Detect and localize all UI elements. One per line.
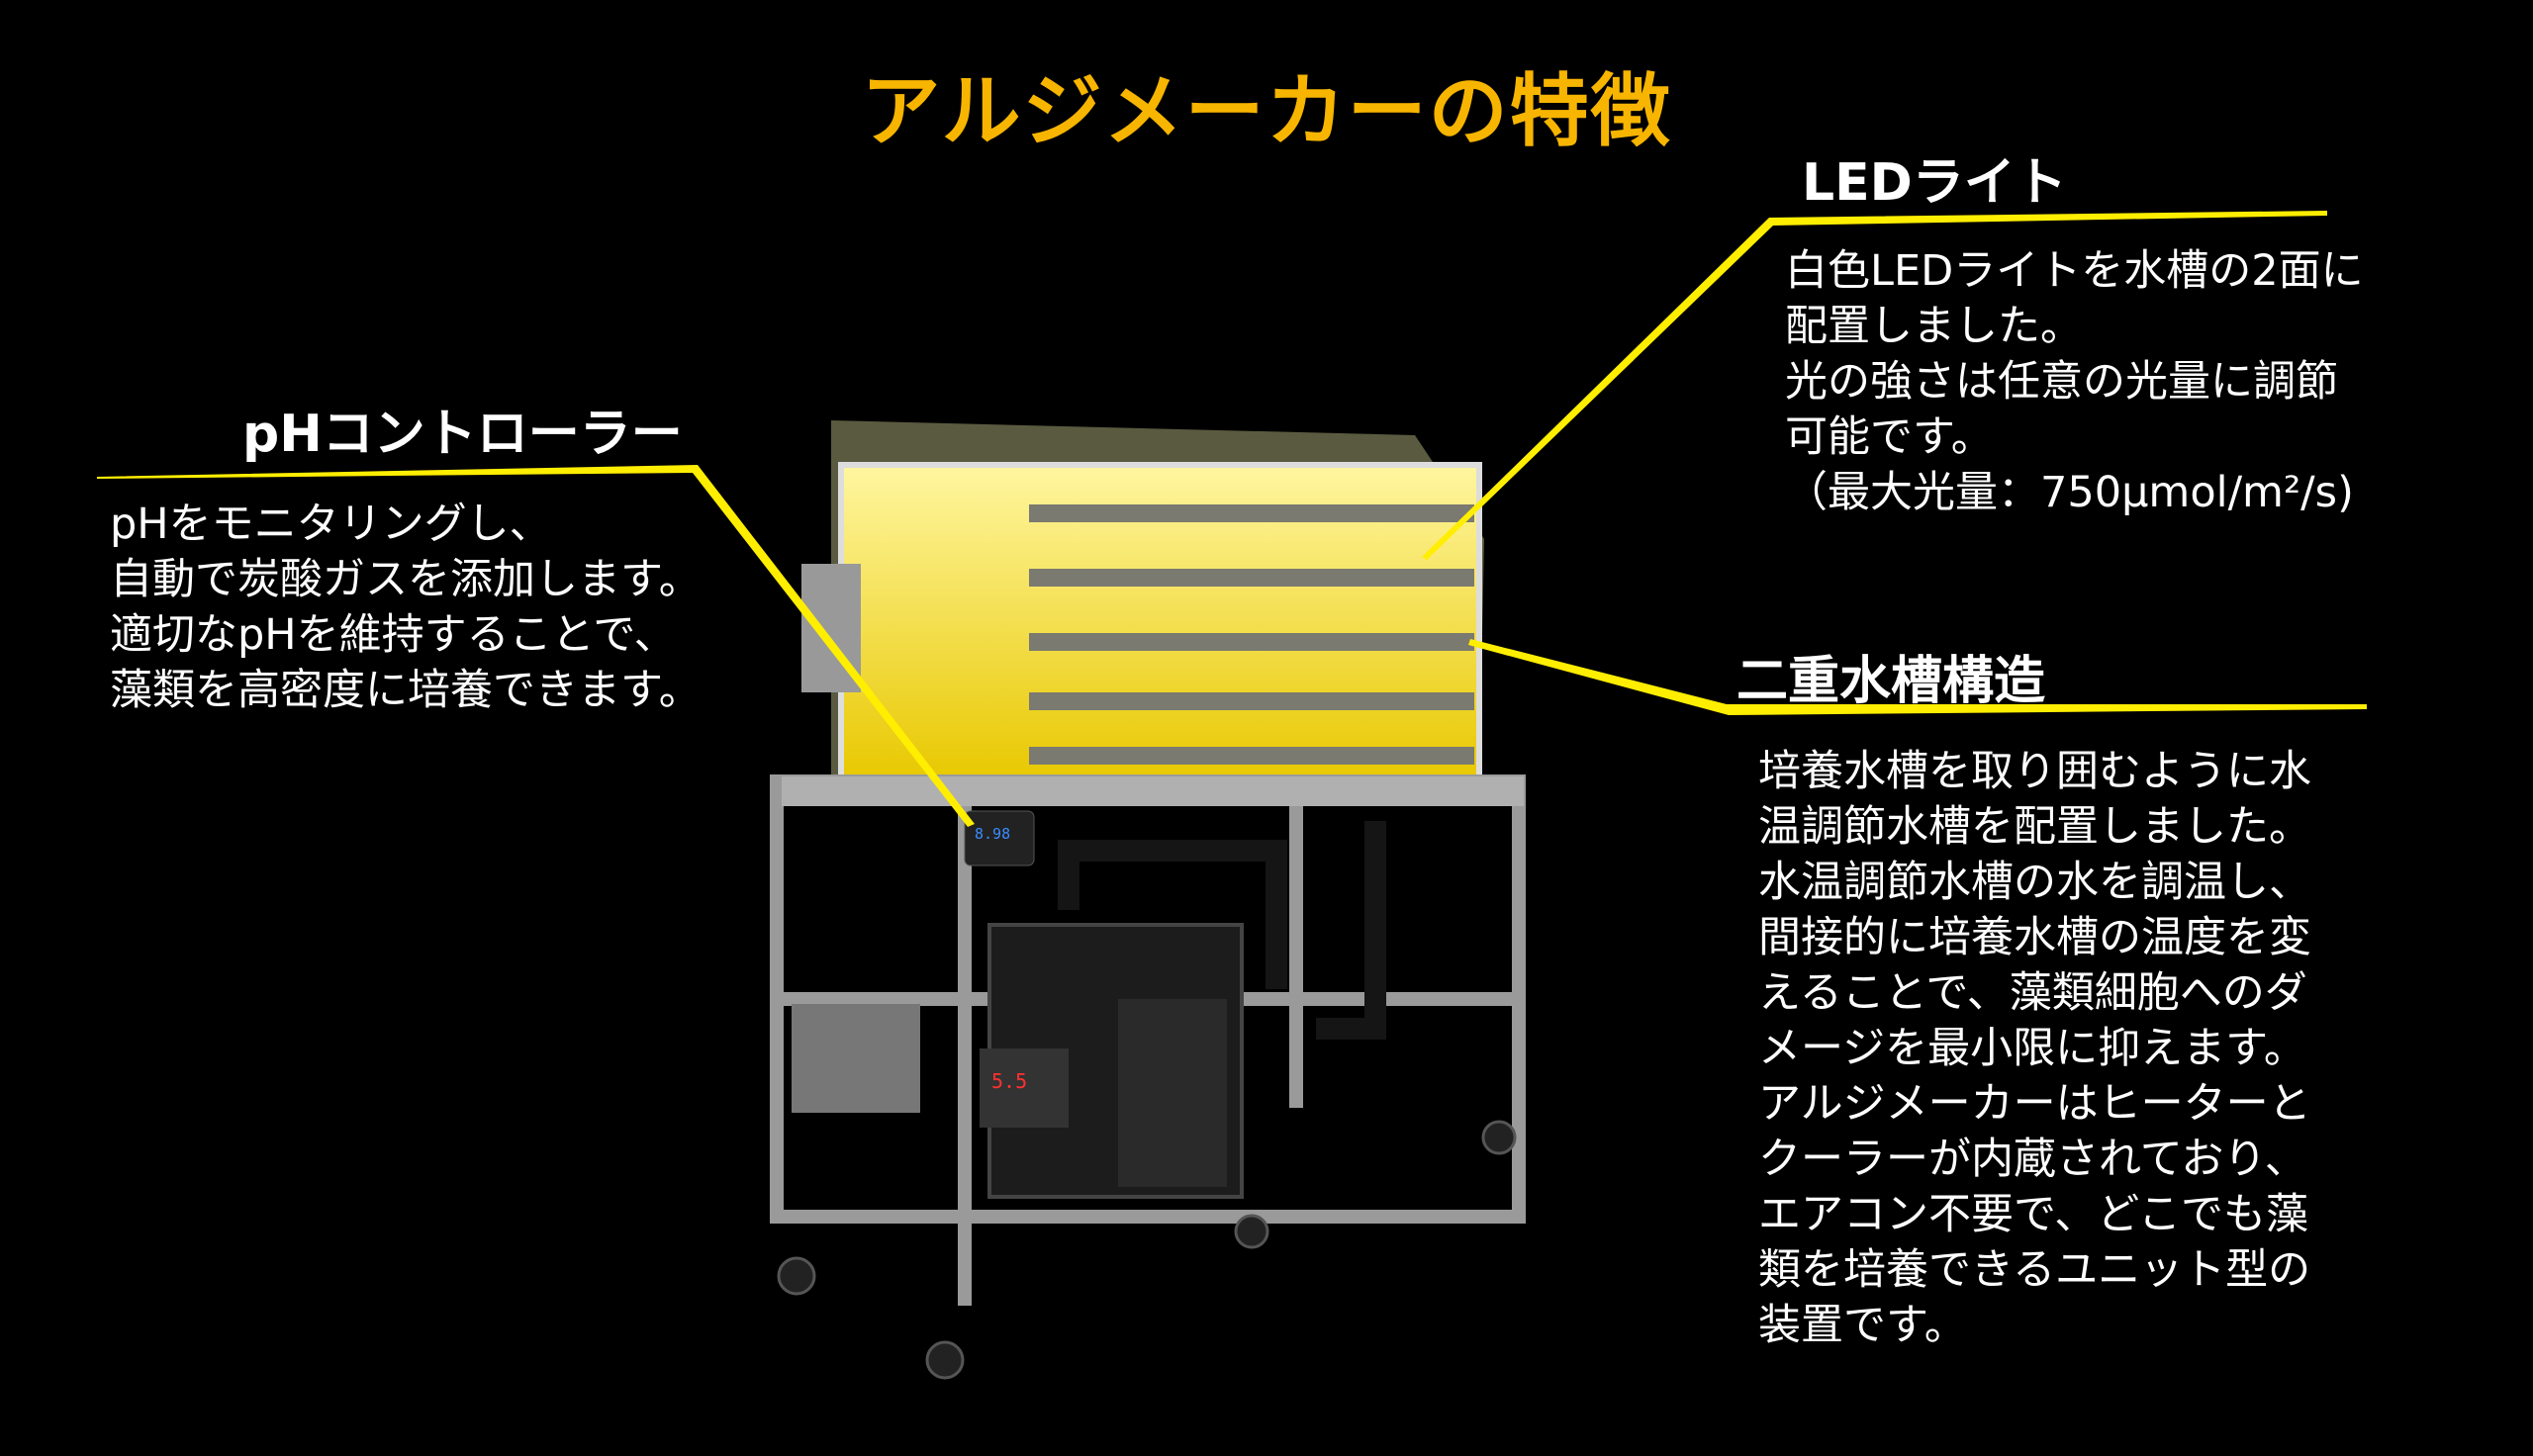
- controller: [980, 1048, 1069, 1128]
- casters: [777, 1120, 1517, 1380]
- cooler-grille: [1118, 999, 1227, 1187]
- ph-description: pHをモニタリングし、自動で炭酸ガスを添加します。適切なpHを維持することで、藻…: [110, 500, 702, 715]
- cooler-display: 5.5: [991, 1069, 1027, 1093]
- tank-callout-line: [1468, 639, 2367, 715]
- led-bars: [1029, 504, 1474, 765]
- led-description: 白色LEDライトを水槽の2面に配置しました。光の強さは任意の光量に調節可能です。…: [1785, 246, 2364, 517]
- tank-description: 培養水槽を取り囲むように水温調節水槽を配置しました。水温調節水槽の水を調温し、間…: [1758, 747, 2311, 1350]
- led-heading: LEDライト: [1802, 153, 2067, 213]
- ph-controller-device: [964, 810, 1035, 866]
- page-title: アルジメーカーの特徴: [861, 65, 1672, 157]
- tank-heading: 二重水槽構造: [1736, 652, 2046, 711]
- ph-display: 8.98: [975, 825, 1010, 843]
- ph-heading: pHコントローラー: [242, 405, 683, 464]
- air-pump: [792, 1004, 920, 1113]
- pipes: [1058, 821, 1386, 1040]
- led-callout-line: [1422, 211, 2327, 560]
